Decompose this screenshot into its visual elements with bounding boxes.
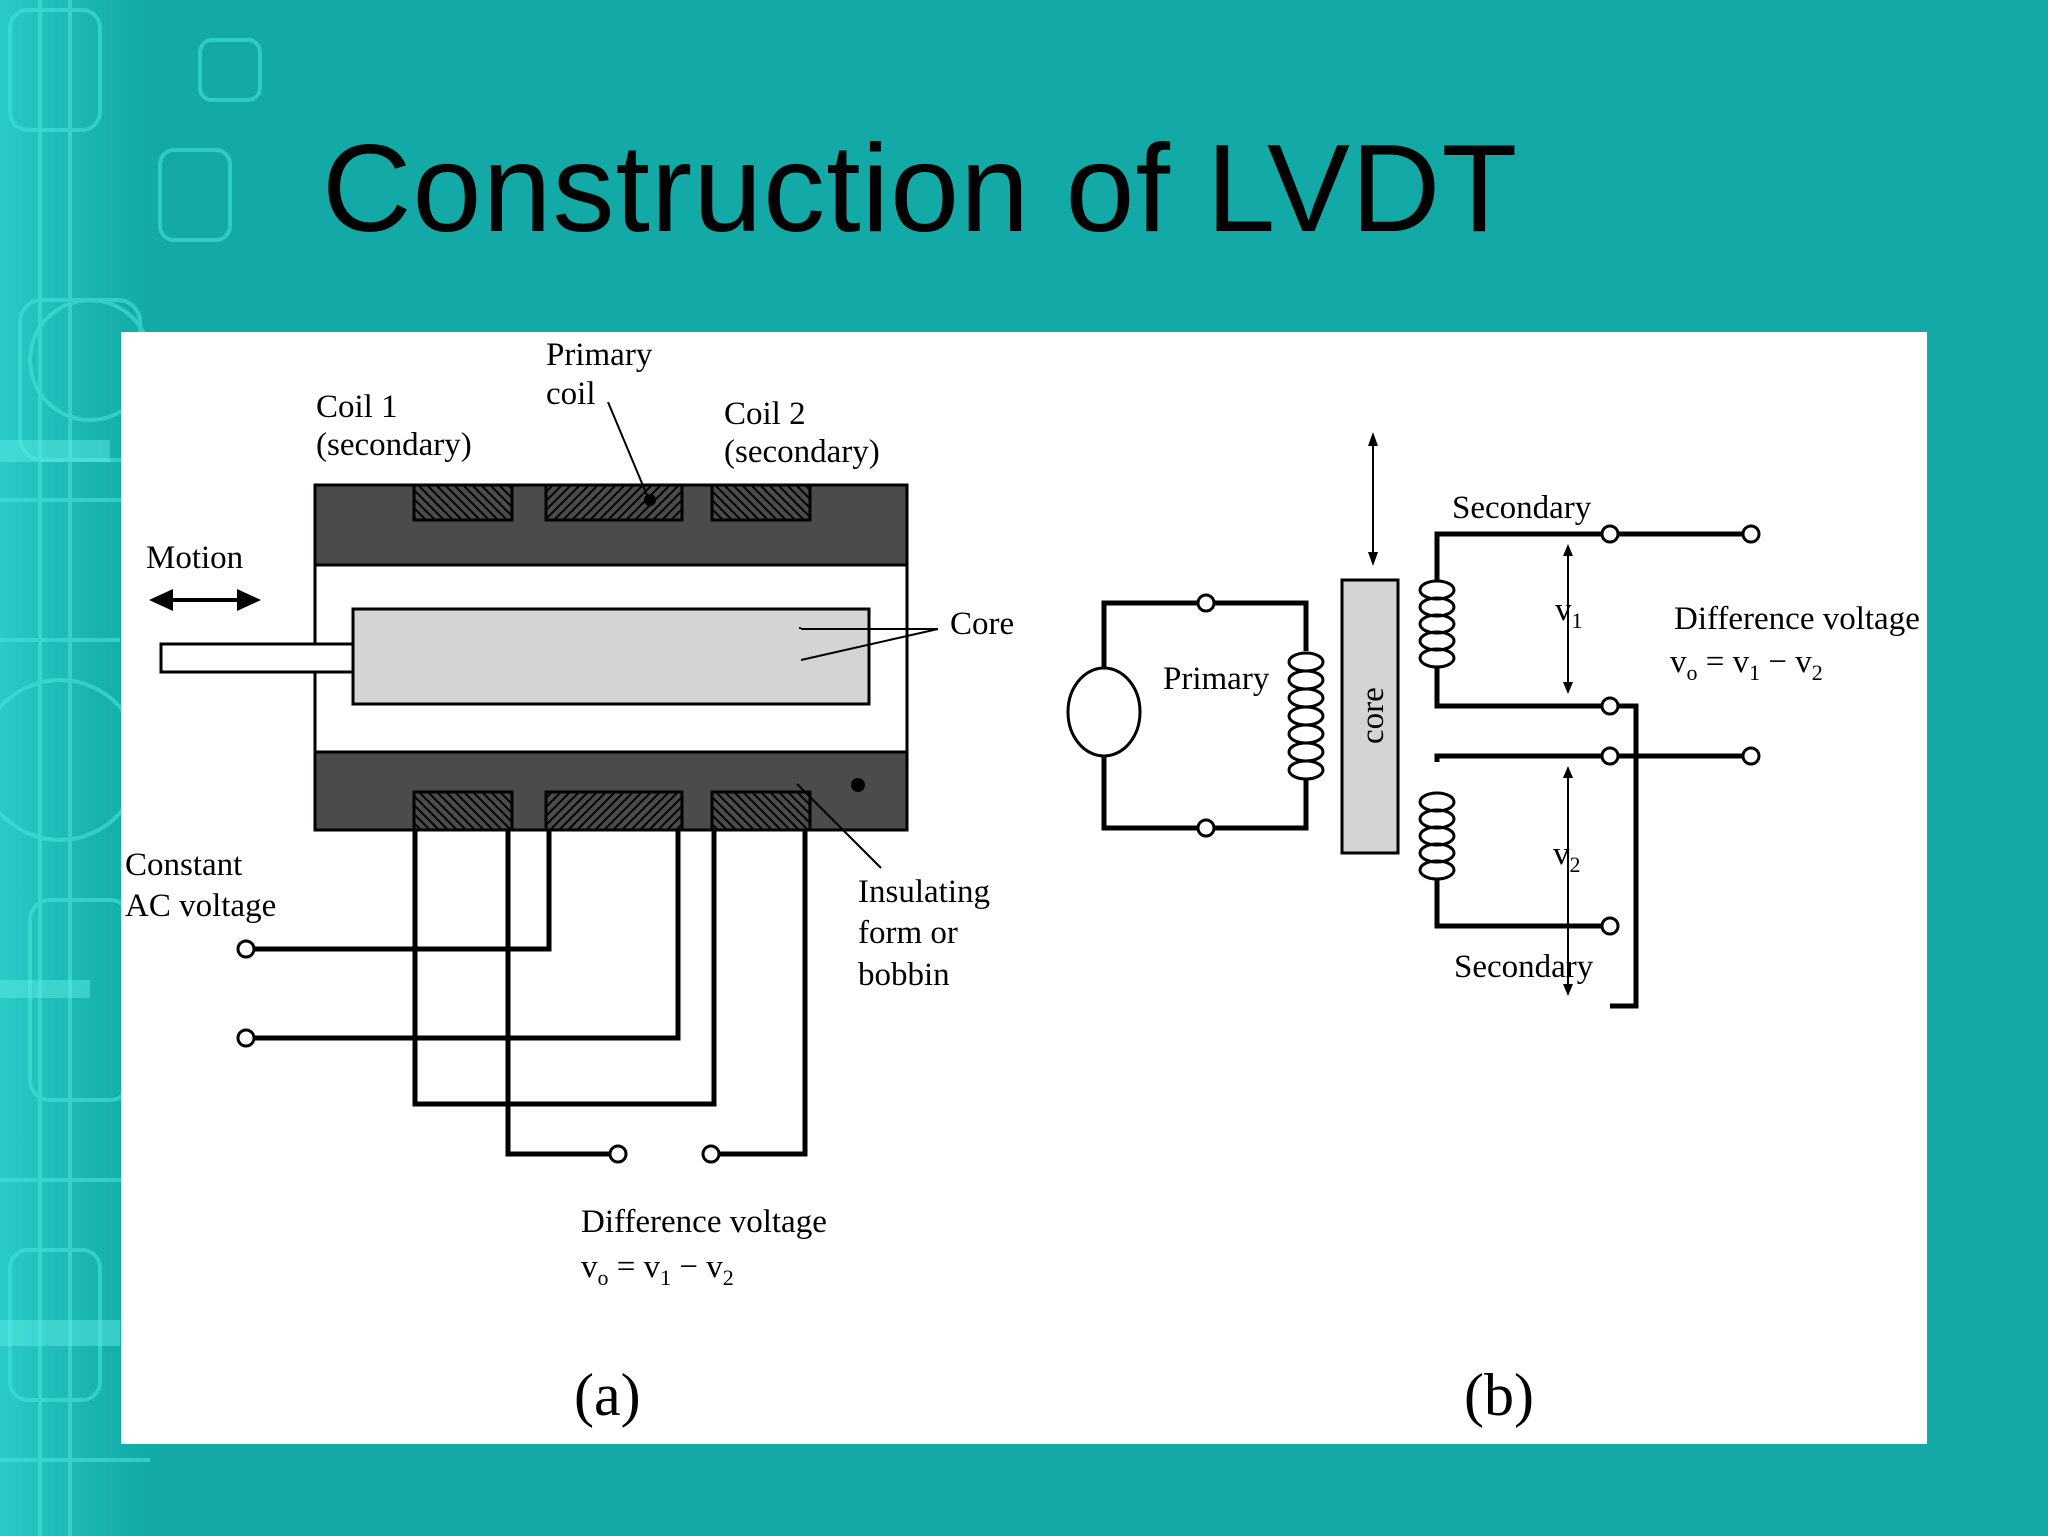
bobbin-label: Insulating [858,874,990,910]
leader-lines-a [607,401,938,869]
motion-arrow [149,589,261,611]
terminals-a [236,939,721,1164]
ac-source [1066,666,1142,758]
secondary-bottom-label: Secondary [1454,949,1594,985]
core-rod [159,642,355,674]
coil1-label-2: (secondary) [316,427,472,463]
voltage-arrowheads [1563,544,1573,996]
diagram-a: Primary coil Coil 1 (secondary) Coil 2 (… [125,337,1014,1428]
caption-a: (a) [574,1362,641,1428]
v1-label: v1 [1555,592,1583,633]
primary-coil-label-2: coil [546,376,595,412]
secondary-bottom-coil [1418,791,1456,881]
motion-label: Motion [146,540,243,576]
ac-voltage-label-2: AC voltage [125,888,276,924]
coil2-label-2: (secondary) [724,434,880,470]
secondary-top-label: Secondary [1452,490,1592,526]
core-motion-arrow [1368,432,1378,566]
core-label-b: core [1355,687,1391,744]
ac-voltage-label: Constant [125,847,242,883]
primary-coil-b [1287,651,1325,781]
primary-coil-top [544,483,684,522]
formula-b: vo = v1 − v2 [1670,644,1823,685]
diagram-b: Primary core Secondary Secondary v1 v2 D… [1066,432,1920,1428]
core-bar [1340,578,1400,855]
difference-voltage-label-a: Difference voltage [581,1204,827,1240]
secondary-top-coil [1418,579,1456,669]
formula-a: vo = v1 − v2 [581,1249,734,1290]
difference-voltage-label-b: Difference voltage [1674,601,1920,637]
v2-label: v2 [1553,836,1581,877]
coil1-bottom [412,790,514,832]
core [351,607,871,706]
bobbin-label-2: form or [858,915,958,951]
coil2-top [710,483,812,522]
primary-coil-label: Primary [546,337,653,373]
terminals-b [1196,524,1761,936]
primary-coil-bottom [544,790,684,832]
caption-b: (b) [1464,1362,1534,1428]
coil1-label: Coil 1 [316,389,398,425]
wiring-a [252,830,808,1157]
core-label: Core [950,606,1014,642]
primary-label-b: Primary [1163,661,1270,697]
coil2-bottom [710,790,812,832]
slide-title: Construction of LVDT [322,120,1519,258]
bobbin-label-3: bobbin [858,957,950,993]
coil2-label: Coil 2 [724,396,806,432]
lvdt-figure-panel: Primary coil Coil 1 (secondary) Coil 2 (… [121,332,1927,1444]
coil1-top [412,483,514,522]
